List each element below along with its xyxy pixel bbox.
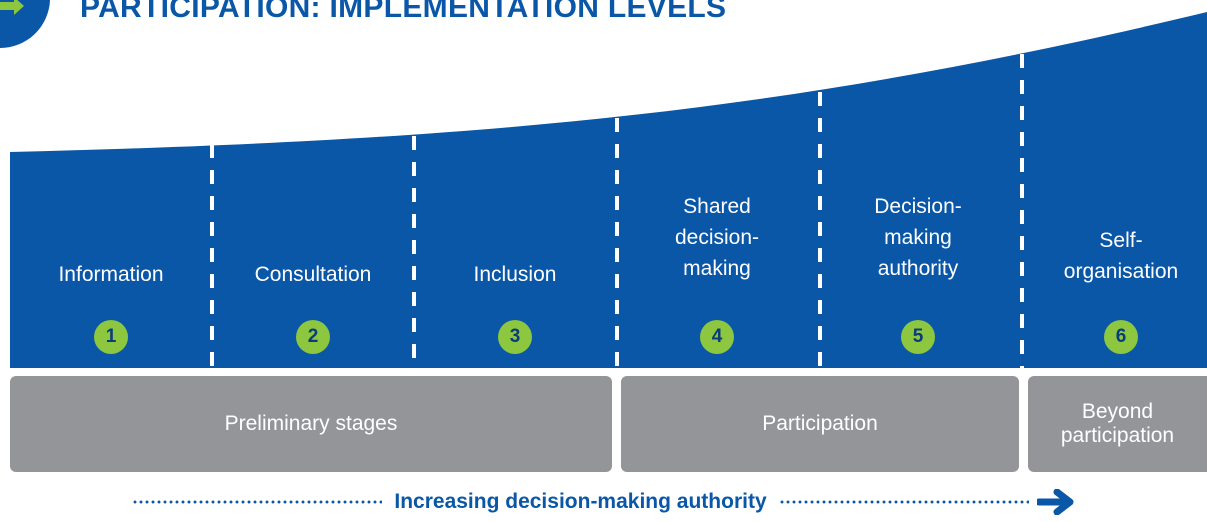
logo-icon	[0, 0, 50, 49]
level-3-badge: 3	[498, 320, 532, 354]
level-6-label: Self- organisation	[1063, 229, 1179, 283]
page-title: PARTICIPATION: IMPLEMENTATION LEVELS	[80, 0, 727, 24]
level-5-badge: 5	[901, 320, 935, 354]
stage-participation: Participation	[621, 376, 1019, 472]
level-1-badge: 1	[94, 320, 128, 354]
authority-axis: Increasing decision-making authority	[0, 484, 1207, 520]
level-2-label: Consultation	[254, 263, 372, 286]
level-4-badge: 4	[700, 320, 734, 354]
level-6-badge: 6	[1104, 320, 1138, 354]
dotted-line-right	[778, 500, 1029, 504]
stage-preliminary: Preliminary stages	[10, 376, 612, 472]
level-5-label: Decision- making authority	[874, 195, 962, 280]
stage-participation-label: Participation	[762, 412, 878, 435]
level-4-label: Shared decision- making	[674, 195, 760, 280]
stage-beyond-label: Beyond participation	[1060, 400, 1175, 447]
stage-beyond-participation: Beyond participation	[1028, 376, 1207, 472]
right-arrow-icon	[1036, 489, 1074, 515]
band-shape	[10, 12, 1207, 368]
level-2-badge: 2	[296, 320, 330, 354]
stage-preliminary-label: Preliminary stages	[224, 412, 398, 435]
dotted-line-left	[132, 500, 383, 504]
axis-label: Increasing decision-making authority	[394, 490, 767, 513]
level-3-label: Inclusion	[473, 263, 557, 286]
level-1-label: Information	[58, 263, 164, 286]
